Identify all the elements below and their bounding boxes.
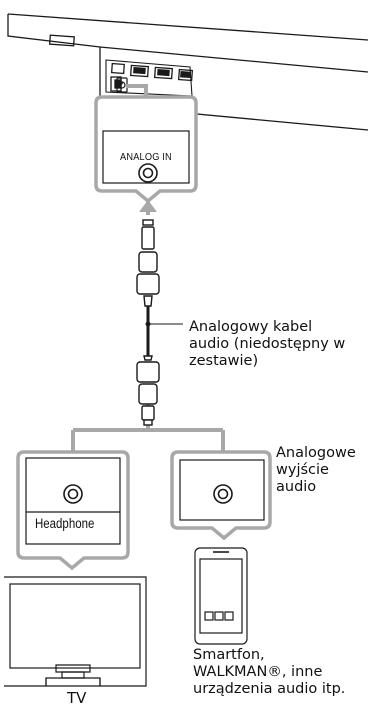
cable-label: Analogowy kabel audio (niedostępny w zes… <box>189 319 345 370</box>
cable-label-line-1: Analogowy kabel <box>189 319 313 335</box>
audio-cable <box>136 219 160 426</box>
smartphone-icon <box>194 547 248 645</box>
smartphone-label-line-2: WALKMAN®, inne <box>193 664 323 680</box>
analog-in-jack <box>138 163 158 183</box>
headphone-box <box>16 450 130 571</box>
audio-output-box <box>170 450 272 541</box>
tv-icon <box>4 576 147 687</box>
audio-output-label: Analogowe wyjście audio <box>276 445 356 496</box>
analog-in-label: ANALOG IN <box>120 151 172 163</box>
audio-output-jack <box>213 484 233 504</box>
smartphone-label-line-3: urządzenia audio itp. <box>193 681 346 697</box>
cable-label-line-2: audio (niedostępny w <box>189 336 346 352</box>
smartphone-label-line-1: Smartfon, <box>193 647 265 663</box>
headphone-label: Headphone <box>35 516 95 531</box>
audio-output-label-line-2: wyjście <box>276 462 329 478</box>
audio-output-label-line-3: audio <box>276 479 317 495</box>
analog-in-box <box>94 95 198 204</box>
tv-label: TV <box>67 689 87 707</box>
headphone-jack <box>63 484 83 504</box>
smartphone-label: Smartfon, WALKMAN®, inne urządzenia audi… <box>193 647 345 698</box>
cable-label-line-3: zestawie) <box>189 353 259 369</box>
audio-output-label-line-1: Analogowe <box>276 445 356 461</box>
